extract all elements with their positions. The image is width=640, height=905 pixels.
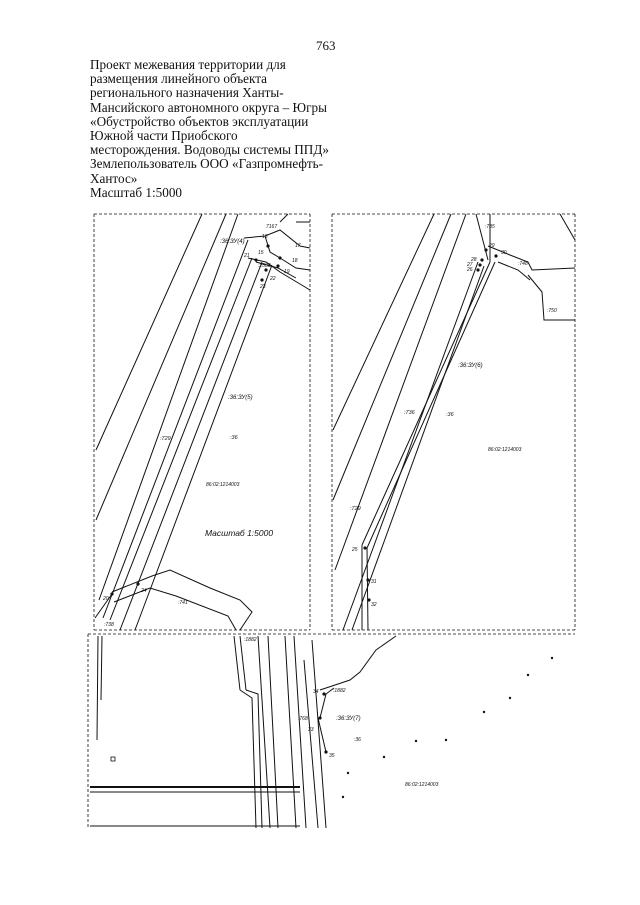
title-line: Южной части Приобского — [90, 128, 238, 144]
point-label: 27 — [466, 262, 473, 268]
point-label: 21 — [243, 253, 250, 259]
title-line: месторождения. Водоводы системы ППД» — [90, 142, 329, 158]
cadastral-label: :738 — [104, 622, 114, 628]
cadastral-label: :36 — [354, 737, 361, 743]
point-label: 17 — [295, 243, 301, 249]
cadastral-label: :750 — [547, 308, 557, 314]
title-line: Хантос» — [90, 170, 138, 186]
parcel-label: :36:ЗУ(7) — [336, 716, 361, 722]
map-panel-3 — [87, 633, 575, 829]
cadastral-label: :729 — [160, 436, 171, 442]
point-label: 33 — [308, 727, 314, 733]
cadastral-label: :1882 — [333, 688, 346, 694]
parcel-label: :36:ЗУ(6) — [458, 363, 483, 369]
point-label: 29 — [488, 243, 495, 249]
cadastral-label: :736 — [404, 410, 416, 416]
title-line: размещения линейного объекта — [90, 71, 268, 87]
cadastral-label: :36 — [446, 412, 455, 418]
point-label: 35 — [329, 753, 335, 759]
point-label: 7167 — [266, 224, 277, 230]
cadastral-number: 86:02:1214003 — [488, 447, 522, 453]
point-label: 25 — [351, 547, 358, 553]
title-line: Мансийского автономного округа – Югры — [90, 99, 327, 115]
title-line: регионального назначения Ханты- — [90, 85, 284, 101]
point-label: 34 — [313, 689, 319, 695]
point-label: 31 — [371, 579, 377, 585]
cadastral-label: :748 — [518, 261, 528, 267]
panel-1-labels: :36:ЗУ(4) 7167 16 17 15 21 18 :2508 19 2… — [102, 224, 301, 628]
scale-label: Масштаб 1:5000 — [205, 528, 273, 538]
point-label: 19 — [284, 269, 290, 275]
cadastral-label: :741 — [178, 600, 188, 606]
panel-3-labels: :1882 34 :1882 :768 :36:ЗУ(7) 33 :36 35 … — [244, 637, 439, 788]
scale-line: Масштаб 1:5000 — [90, 184, 183, 200]
cadastral-label: :768 — [298, 716, 308, 722]
cadastral-label: :1882 — [244, 637, 257, 643]
map-panel-2 — [331, 213, 576, 631]
point-label: 15 — [258, 250, 264, 256]
cadastral-number: 86:02:1214003 — [405, 782, 439, 788]
parcel-label: :36:ЗУ(4) — [220, 239, 245, 245]
cadastral-number: 86:02:1214003 — [206, 482, 240, 488]
point-label: 16 — [262, 234, 268, 240]
point-label: 20 — [102, 596, 109, 602]
parcel-label: :36:ЗУ(5) — [228, 395, 253, 401]
document-title: Проект межевания территории для размещен… — [90, 57, 350, 200]
cadastral-label: :729 — [350, 506, 361, 512]
map-panel-1 — [93, 213, 311, 631]
point-label: 26 — [466, 267, 473, 273]
point-label: 28 — [470, 257, 477, 263]
point-label: :2508 — [258, 263, 271, 269]
cadastral-label: :735 — [485, 224, 495, 230]
title-line: Проект межевания территории для — [90, 57, 286, 72]
point-label: 23 — [259, 284, 266, 290]
panel-2-labels: :735 29 30 28 27 26 :748 :750 :36:ЗУ(6) … — [350, 224, 557, 608]
point-label: 24 — [140, 588, 147, 594]
point-label: 32 — [371, 602, 377, 608]
point-label: 18 — [292, 258, 298, 264]
title-line: Землепользователь ООО «Газпромнефть- — [90, 156, 324, 172]
cadastral-label: :36 — [230, 435, 239, 441]
title-line: «Обустройство объектов эксплуатации — [90, 113, 309, 129]
page-number: 763 — [316, 38, 336, 53]
point-label: 30 — [501, 250, 507, 256]
point-label: 22 — [269, 276, 276, 282]
